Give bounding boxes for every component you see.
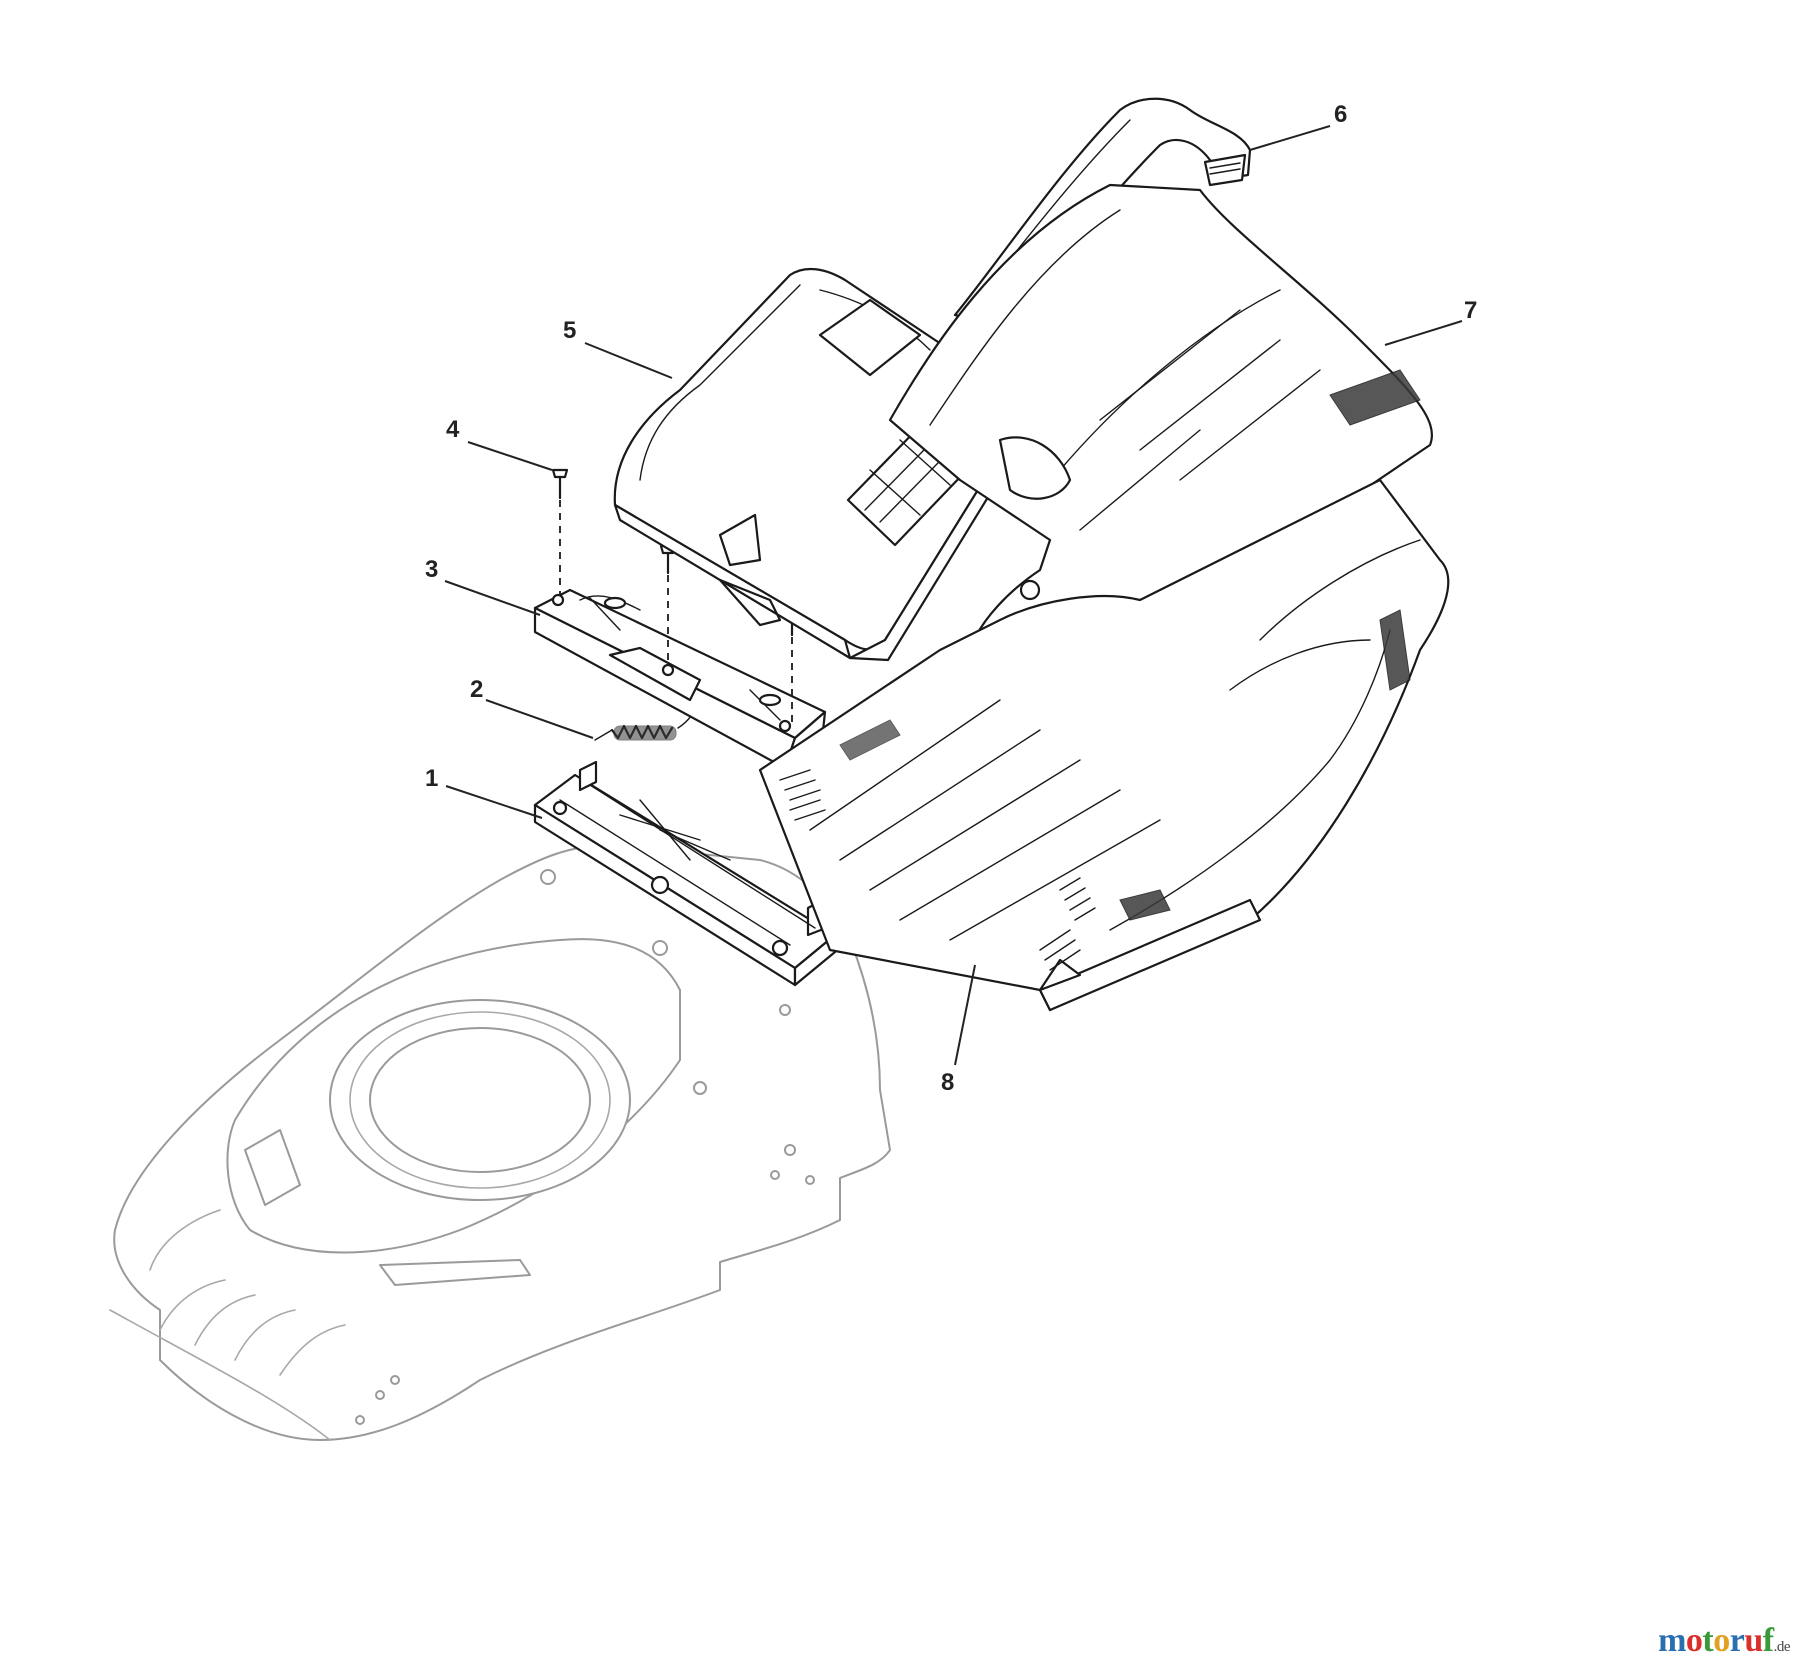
- part-3-flap: [533, 588, 827, 770]
- part-2-spring: [594, 704, 694, 741]
- callout-7: 7: [1464, 297, 1477, 324]
- mower-deck: [109, 844, 891, 1441]
- brand-tld: .de: [1773, 1639, 1791, 1655]
- callout-4: 4: [446, 416, 460, 443]
- callout-1: 1: [425, 765, 438, 792]
- brand-letter: u: [1744, 1622, 1763, 1659]
- leader-4: [467, 441, 553, 471]
- brand-watermark: motoruf.de: [1658, 1622, 1790, 1660]
- brand-letter: o: [1713, 1622, 1730, 1659]
- callout-5: 5: [563, 317, 576, 344]
- brand-letter: r: [1729, 1622, 1745, 1659]
- callout-8: 8: [941, 1069, 954, 1096]
- brand-letter: m: [1658, 1622, 1686, 1659]
- brand-letter: f: [1762, 1622, 1774, 1659]
- leader-8: [954, 964, 976, 1066]
- brand-letter: o: [1685, 1622, 1703, 1659]
- callout-6: 6: [1334, 101, 1347, 128]
- part-8-basket: [758, 478, 1450, 1012]
- leader-2: [485, 699, 594, 739]
- leader-1: [445, 785, 543, 819]
- callout-3: 3: [425, 556, 438, 583]
- callout-2: 2: [470, 676, 483, 703]
- brand-letter: t: [1702, 1622, 1714, 1659]
- leader-7: [1384, 320, 1463, 346]
- leader-3: [444, 580, 541, 616]
- leader-6: [1249, 125, 1331, 151]
- leader-5: [584, 342, 673, 379]
